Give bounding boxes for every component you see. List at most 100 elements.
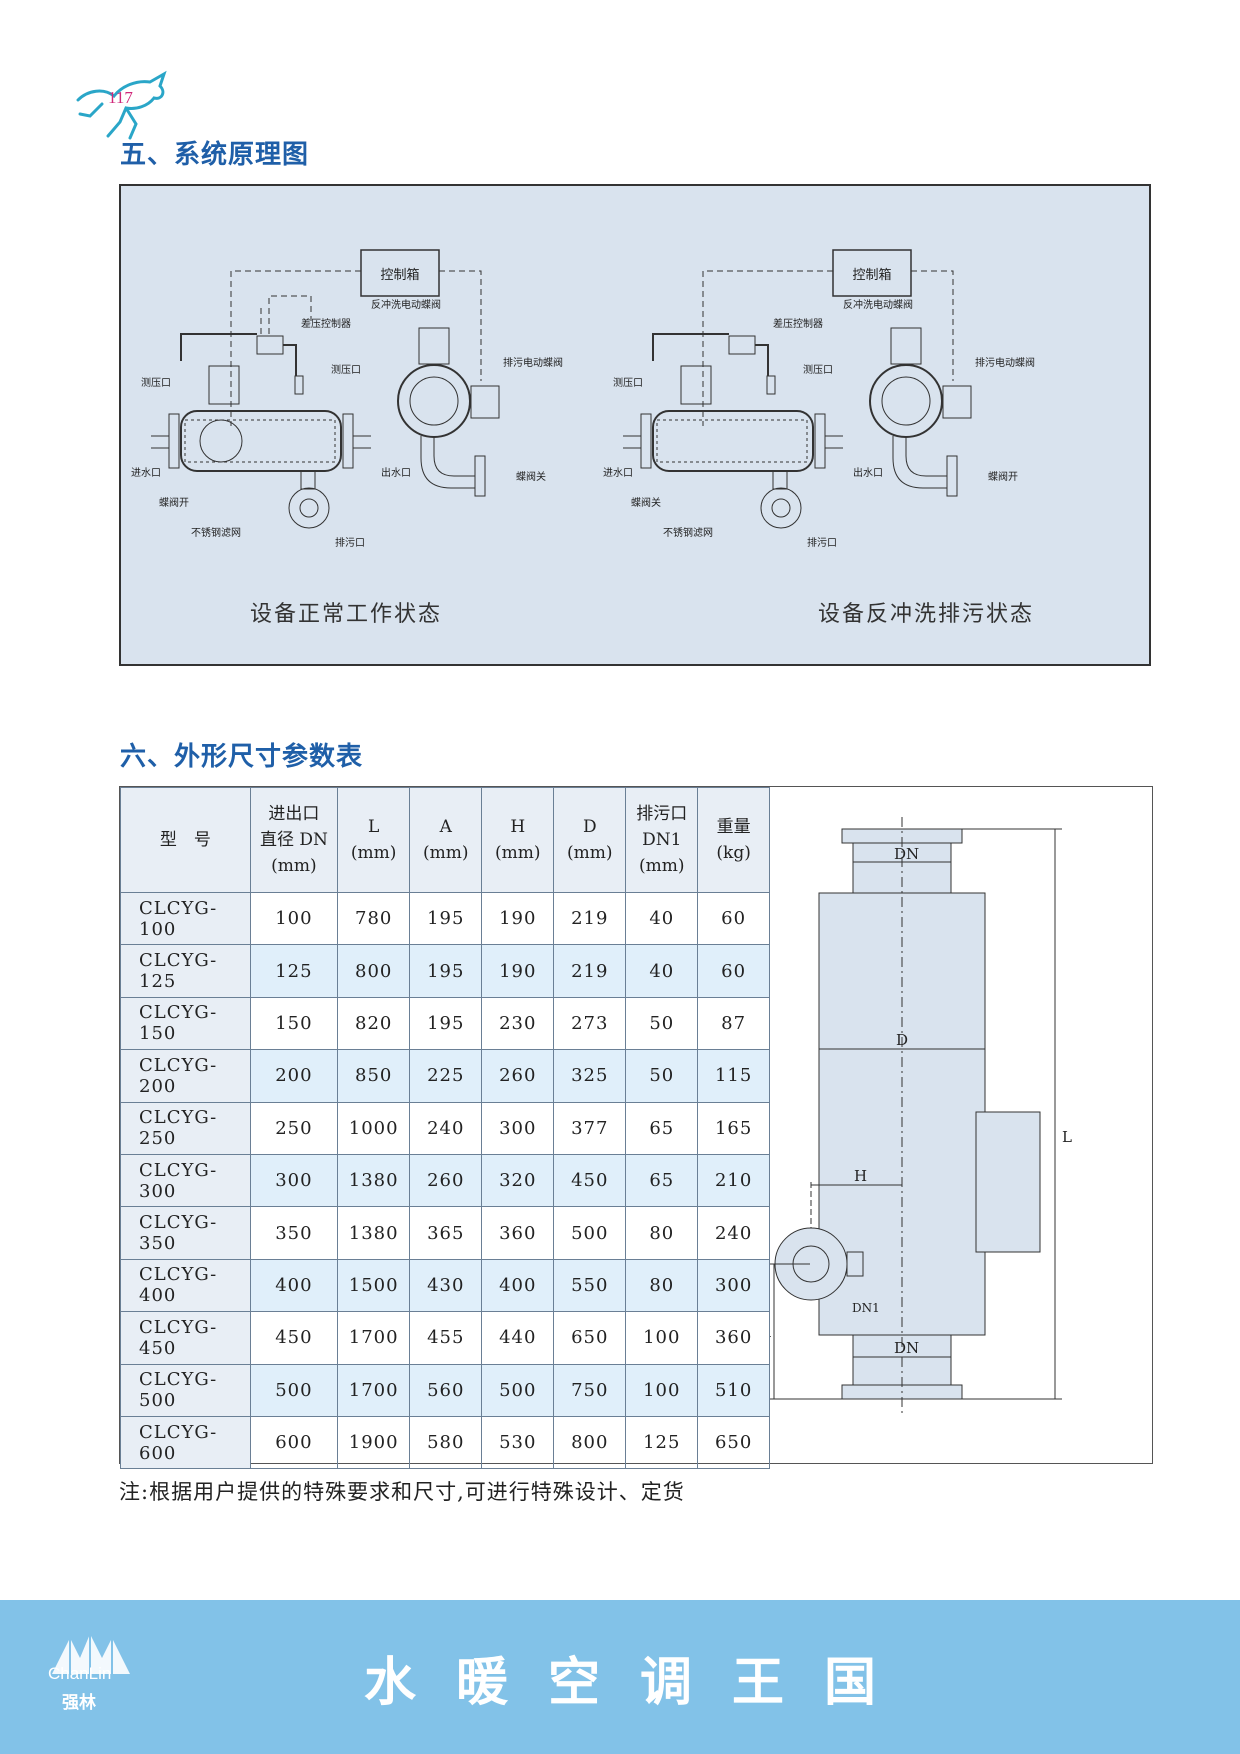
value-cell: 100: [249, 891, 339, 946]
section-6-title: 六、外形尺寸参数表: [120, 742, 364, 772]
value-cell: 165: [697, 1101, 770, 1155]
value-cell: 80: [625, 1206, 699, 1260]
dn-top-label: DN: [894, 845, 919, 863]
table-header-row: 型 号 进出口直径 DN(mm) L(mm) A(mm) H(mm) D(mm)…: [120, 787, 770, 893]
value-cell: 450: [249, 1311, 339, 1365]
value-cell: 195: [409, 944, 483, 998]
pressure-port-label-left: 测压口: [141, 376, 171, 389]
value-cell: 50: [625, 1049, 699, 1103]
value-cell: 325: [553, 1049, 627, 1103]
value-cell: 510: [697, 1363, 770, 1417]
value-cell: 400: [481, 1258, 555, 1313]
schematic-normal: 控制箱 差压控制器 测压口 测压口 进水口 出水口 蝶阀开 不锈钢滤网 排污口 …: [131, 249, 563, 549]
value-cell: 600: [249, 1415, 339, 1470]
model-cell: CLCYG-100: [120, 891, 251, 946]
caption-backwash: 设备反冲洗排污状态: [818, 602, 1035, 627]
value-cell: 150: [249, 996, 339, 1051]
value-cell: 1380: [337, 1206, 411, 1260]
caption-normal: 设备正常工作状态: [250, 602, 443, 627]
section-5-title: 五、系统原理图: [120, 140, 310, 170]
model-cell: CLCYG-400: [120, 1258, 251, 1313]
value-cell: 80: [625, 1258, 699, 1313]
value-cell: 450: [553, 1153, 627, 1208]
page-number: 117: [108, 88, 133, 107]
screen-label: 不锈钢滤网: [191, 526, 241, 539]
value-cell: 1700: [337, 1311, 411, 1365]
value-cell: 200: [249, 1049, 339, 1103]
pressure-port-label-right: 测压口: [331, 363, 361, 376]
value-cell: 320: [481, 1153, 555, 1208]
value-cell: 40: [625, 944, 699, 998]
value-cell: 750: [553, 1363, 627, 1417]
value-cell: 1500: [337, 1258, 411, 1313]
h-label: H: [854, 1167, 867, 1185]
screen-label: 不锈钢滤网: [663, 526, 713, 539]
value-cell: 377: [553, 1101, 627, 1155]
value-cell: 195: [409, 996, 483, 1051]
footnote: 注:根据用户提供的特殊要求和尺寸,可进行特殊设计、定货: [119, 1480, 685, 1504]
header-dn: 进出口直径 DN(mm): [249, 787, 339, 893]
value-cell: 273: [553, 996, 627, 1051]
model-cell: CLCYG-450: [120, 1311, 251, 1365]
value-cell: 500: [553, 1206, 627, 1260]
footer-slogan: 水暖空调王国: [363, 1653, 916, 1713]
value-cell: 820: [337, 996, 411, 1051]
value-cell: 1000: [337, 1101, 411, 1155]
backwash-valve-label: 反冲洗电动蝶阀: [843, 298, 913, 311]
drain-port-label: 排污口: [335, 536, 365, 549]
header-a: A(mm): [409, 787, 483, 893]
model-cell: CLCYG-300: [120, 1153, 251, 1208]
value-cell: 440: [481, 1311, 555, 1365]
value-cell: 250: [249, 1101, 339, 1155]
value-cell: 100: [625, 1311, 699, 1365]
model-cell: CLCYG-500: [120, 1363, 251, 1417]
value-cell: 550: [553, 1258, 627, 1313]
horse-logo-icon: [76, 70, 167, 140]
value-cell: 1380: [337, 1153, 411, 1208]
value-cell: 780: [337, 891, 411, 946]
value-cell: 40: [625, 891, 699, 946]
value-cell: 60: [697, 944, 770, 998]
dn-bottom-label: DN: [894, 1339, 919, 1357]
control-box-label: 控制箱: [852, 267, 891, 283]
value-cell: 500: [481, 1363, 555, 1417]
control-box-label: 控制箱: [380, 267, 419, 283]
header-d: D(mm): [553, 787, 627, 893]
chanlin-logo-icon: [52, 1634, 130, 1674]
value-cell: 190: [481, 891, 555, 946]
value-cell: 400: [249, 1258, 339, 1313]
header-weight: 重量(kg): [697, 787, 770, 893]
butterfly-open-label: 蝶阀开: [159, 496, 189, 509]
butterfly-closed-label: 蝶阀关: [516, 470, 546, 483]
value-cell: 240: [409, 1101, 483, 1155]
value-cell: 430: [409, 1258, 483, 1313]
inlet-label: 进水口: [603, 467, 633, 479]
value-cell: 190: [481, 944, 555, 998]
value-cell: 580: [409, 1415, 483, 1470]
model-cell: CLCYG-150: [120, 996, 251, 1051]
value-cell: 125: [249, 944, 339, 998]
value-cell: 100: [625, 1363, 699, 1417]
value-cell: 50: [625, 996, 699, 1051]
header-model: 型 号: [120, 787, 251, 893]
value-cell: 800: [337, 944, 411, 998]
value-cell: 240: [697, 1206, 770, 1260]
outlet-label: 出水口: [853, 466, 883, 479]
value-cell: 195: [409, 891, 483, 946]
outlet-label: 出水口: [381, 466, 411, 479]
dimension-table: 型 号 进出口直径 DN(mm) L(mm) A(mm) H(mm) D(mm)…: [120, 787, 770, 1470]
value-cell: 115: [697, 1049, 770, 1103]
a-label: A: [770, 1323, 771, 1341]
value-cell: 1900: [337, 1415, 411, 1470]
footer-banner: ChanLin 强林 水暖空调王国: [0, 1600, 1240, 1754]
